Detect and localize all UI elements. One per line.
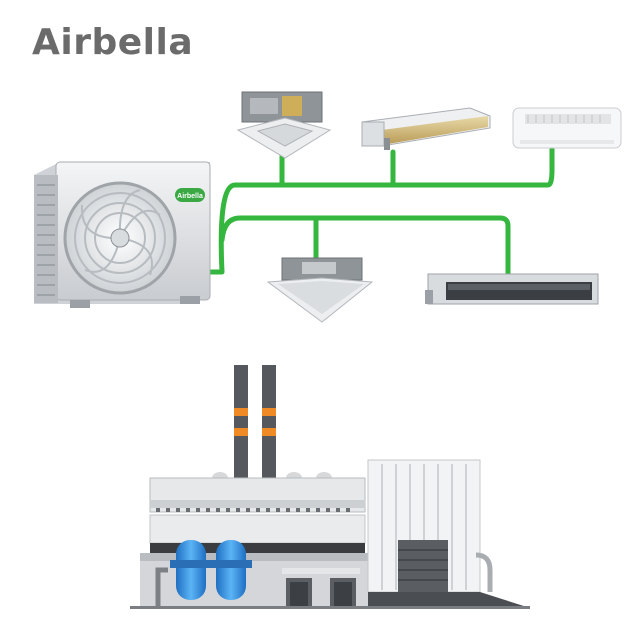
outdoor-condenser-unit: Airbella	[34, 161, 211, 308]
wall-mounted-unit	[512, 107, 622, 149]
cassette-unit-bottom	[266, 257, 374, 323]
ducted-unit-bottom	[425, 273, 599, 305]
chimney-left	[234, 365, 248, 480]
tank-right	[216, 540, 246, 600]
chimney-right	[262, 365, 276, 480]
tank-left	[176, 540, 206, 600]
refrigerant-pipes	[204, 145, 555, 278]
pipe-main-lower	[219, 215, 511, 278]
cassette-unit-top	[236, 91, 332, 159]
side-grille	[37, 184, 55, 296]
brand-badge-text: Airbella	[177, 193, 203, 200]
brand-logo: Airbella	[32, 22, 194, 63]
brand-badge	[175, 188, 205, 202]
pipe-main-upper	[204, 145, 555, 275]
ducted-unit-top	[361, 107, 491, 150]
factory-building	[130, 365, 530, 609]
